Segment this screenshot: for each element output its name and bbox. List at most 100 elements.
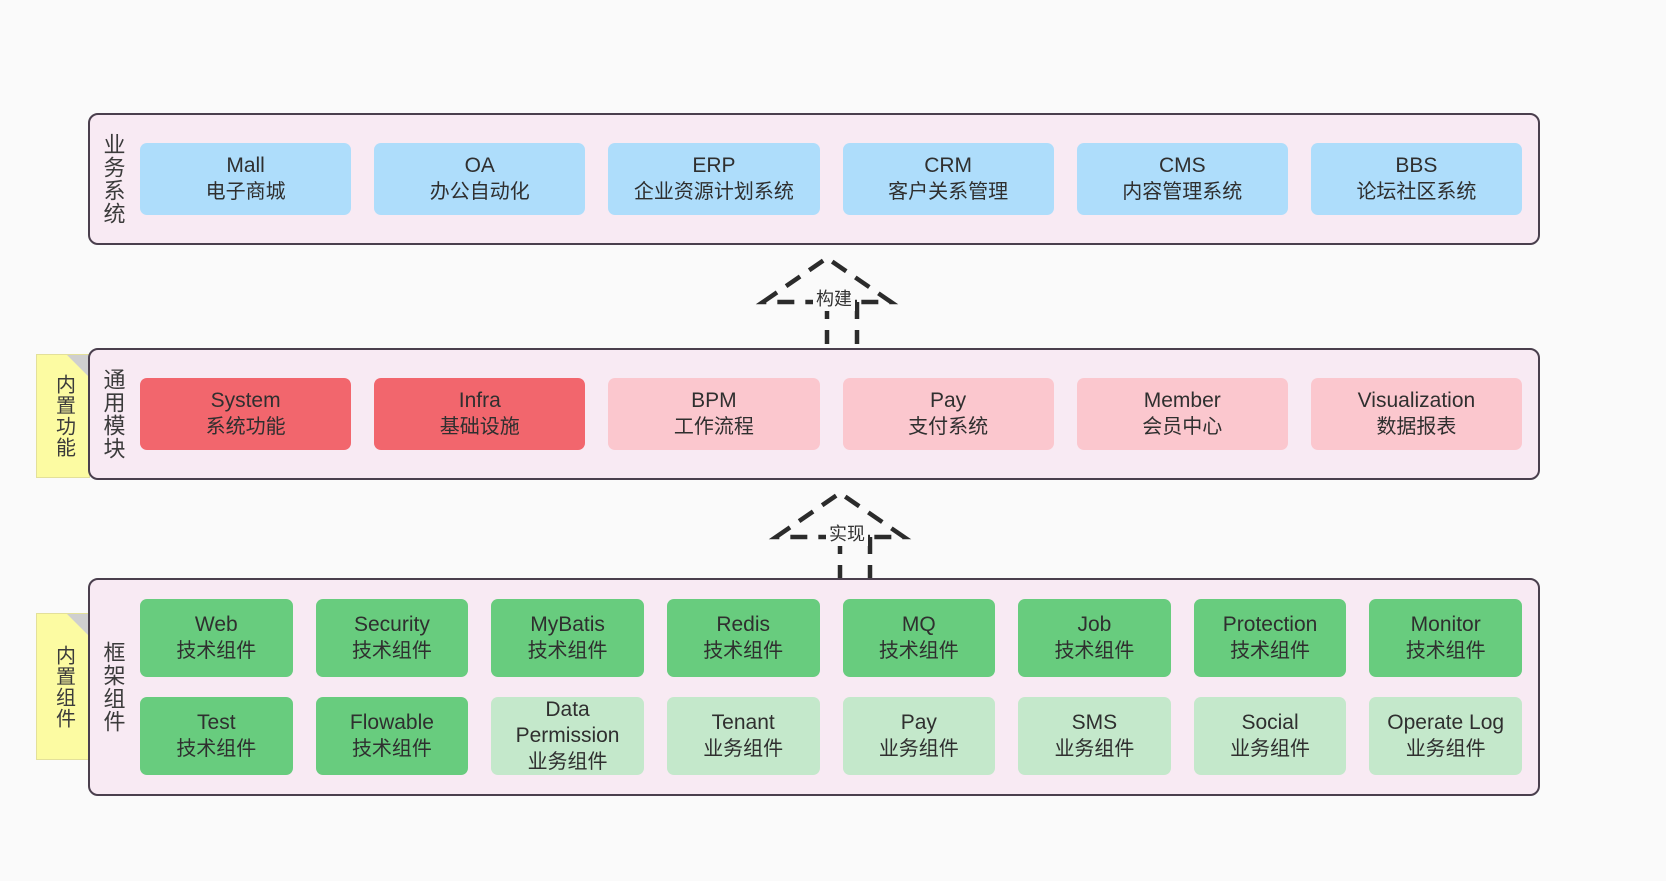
card-title-en: Pay: [930, 389, 967, 413]
card-title-en: Security: [354, 613, 430, 637]
card-social[interactable]: Social 业务组件: [1193, 697, 1347, 775]
connector-build: 构建: [745, 252, 935, 344]
card-mybatis[interactable]: MyBatis 技术组件: [491, 599, 644, 677]
card-title-cn: 业务组件: [1405, 737, 1486, 760]
card-title-en: Test: [197, 711, 236, 735]
card-security[interactable]: Security 技术组件: [315, 599, 469, 677]
card-title-cn: 技术组件: [1405, 639, 1486, 662]
card-row: System 系统功能 Infra 基础设施 BPM 工作流程 Pay 支付系统…: [140, 378, 1523, 450]
layer-title-common-modules: 通用模块: [100, 368, 126, 460]
card-title-en: Visualization: [1357, 389, 1476, 413]
card-cms[interactable]: CMS 内容管理系统: [1076, 143, 1288, 215]
card-title-cn: 会员中心: [1142, 415, 1223, 438]
card-title-cn: 数据报表: [1376, 415, 1457, 438]
card-title-cn: 技术组件: [176, 737, 257, 760]
card-title-cn: 技术组件: [1230, 639, 1311, 662]
card-operate-log[interactable]: Operate Log 业务组件: [1369, 697, 1522, 775]
card-title-en: Infra: [458, 389, 501, 413]
layer-title-framework-components: 框架组件: [100, 641, 126, 733]
card-pay-component[interactable]: Pay 业务组件: [842, 697, 996, 775]
connector-implement: 实现: [758, 487, 948, 579]
card-flowable[interactable]: Flowable 技术组件: [315, 697, 469, 775]
sticky-note-builtin-functions: 内置功能: [36, 354, 90, 478]
card-title-cn: 工作流程: [673, 415, 754, 438]
card-web[interactable]: Web 技术组件: [140, 599, 293, 677]
card-row: Test 技术组件 Flowable 技术组件 Data Permission …: [140, 697, 1522, 775]
card-title-cn: 业务组件: [1054, 737, 1135, 760]
card-title-cn: 内容管理系统: [1122, 180, 1243, 203]
layer-framework-components: 框架组件 Web 技术组件 Security 技术组件 MyBatis 技术组件…: [88, 578, 1540, 796]
card-title-cn: 业务组件: [703, 737, 784, 760]
connector-label-implement: 实现: [826, 520, 868, 546]
card-monitor[interactable]: Monitor 技术组件: [1369, 599, 1522, 677]
card-job[interactable]: Job 技术组件: [1018, 599, 1171, 677]
folded-corner-icon: [67, 614, 89, 636]
layer-business-systems: 业务系统 Mall 电子商城 OA 办公自动化 ERP 企业资源计划系统 CRM…: [88, 113, 1540, 245]
card-title-en: Job: [1077, 613, 1112, 637]
card-infra[interactable]: Infra 基础设施: [374, 378, 586, 450]
card-title-cn: 系统功能: [205, 415, 286, 438]
card-title-cn: 技术组件: [351, 737, 432, 760]
card-title-cn: 基础设施: [439, 415, 520, 438]
card-title-cn: 技术组件: [878, 639, 959, 662]
card-title-cn: 办公自动化: [429, 180, 530, 203]
layer-body-framework-components: Web 技术组件 Security 技术组件 MyBatis 技术组件 Redi…: [134, 580, 1538, 794]
card-title-en: ERP: [692, 154, 736, 178]
card-protection[interactable]: Protection 技术组件: [1193, 599, 1347, 677]
card-title-cn: 技术组件: [351, 639, 432, 662]
card-title-en: Member: [1143, 389, 1221, 413]
card-system[interactable]: System 系统功能: [140, 378, 352, 450]
card-test[interactable]: Test 技术组件: [140, 697, 293, 775]
card-title-en: SMS: [1071, 711, 1118, 735]
card-title-en: Pay: [900, 711, 937, 735]
card-title-cn: 业务组件: [878, 737, 959, 760]
card-row: Mall 电子商城 OA 办公自动化 ERP 企业资源计划系统 CRM 客户关系…: [140, 143, 1523, 215]
card-title-cn: 业务组件: [1230, 737, 1311, 760]
card-title-cn: 支付系统: [908, 415, 989, 438]
sticky-note-builtin-components: 内置组件: [36, 613, 90, 760]
layer-title-business-systems: 业务系统: [100, 133, 126, 225]
card-title-cn: 技术组件: [703, 639, 784, 662]
card-bbs[interactable]: BBS 论坛社区系统: [1310, 143, 1523, 215]
card-title-cn: 企业资源计划系统: [633, 180, 794, 203]
sticky-note-label: 内置功能: [52, 374, 75, 458]
card-title-cn: 论坛社区系统: [1356, 180, 1477, 203]
card-title-cn: 客户关系管理: [888, 180, 1009, 203]
layer-common-modules: 通用模块 System 系统功能 Infra 基础设施 BPM 工作流程 Pay…: [88, 348, 1540, 480]
connector-label-build: 构建: [813, 285, 855, 311]
card-tenant[interactable]: Tenant 业务组件: [666, 697, 820, 775]
card-mq[interactable]: MQ 技术组件: [842, 599, 996, 677]
card-member[interactable]: Member 会员中心: [1076, 378, 1288, 450]
card-redis[interactable]: Redis 技术组件: [666, 599, 820, 677]
card-title-cn: 电子商城: [205, 180, 286, 203]
layer-body-business-systems: Mall 电子商城 OA 办公自动化 ERP 企业资源计划系统 CRM 客户关系…: [134, 115, 1538, 243]
card-oa[interactable]: OA 办公自动化: [374, 143, 586, 215]
card-sms[interactable]: SMS 业务组件: [1018, 697, 1171, 775]
card-mall[interactable]: Mall 电子商城: [140, 143, 352, 215]
card-title-en: Redis: [716, 613, 771, 637]
card-visualization[interactable]: Visualization 数据报表: [1310, 378, 1523, 450]
card-bpm[interactable]: BPM 工作流程: [608, 378, 820, 450]
sticky-note-label: 内置组件: [52, 644, 75, 729]
card-title-en: OA: [464, 154, 495, 178]
card-title-en: CMS: [1158, 154, 1206, 178]
card-title-en: Data Permission: [515, 697, 620, 748]
card-title-en: Flowable: [349, 711, 434, 735]
card-title-cn: 技术组件: [1054, 639, 1135, 662]
card-pay[interactable]: Pay 支付系统: [842, 378, 1054, 450]
folded-corner-icon: [67, 355, 89, 377]
card-data-permission[interactable]: Data Permission 业务组件: [491, 697, 644, 775]
card-crm[interactable]: CRM 客户关系管理: [842, 143, 1054, 215]
card-erp[interactable]: ERP 企业资源计划系统: [608, 143, 820, 215]
card-title-en: Web: [194, 613, 238, 637]
card-title-en: Protection: [1222, 613, 1318, 637]
card-title-en: Operate Log: [1387, 711, 1505, 735]
card-row: Web 技术组件 Security 技术组件 MyBatis 技术组件 Redi…: [140, 599, 1522, 677]
card-title-en: Monitor: [1410, 613, 1481, 637]
layer-body-common-modules: System 系统功能 Infra 基础设施 BPM 工作流程 Pay 支付系统…: [134, 350, 1538, 478]
card-title-en: CRM: [924, 154, 973, 178]
card-title-en: BBS: [1395, 154, 1438, 178]
card-title-cn: 技术组件: [527, 639, 608, 662]
card-title-cn: 技术组件: [176, 639, 257, 662]
